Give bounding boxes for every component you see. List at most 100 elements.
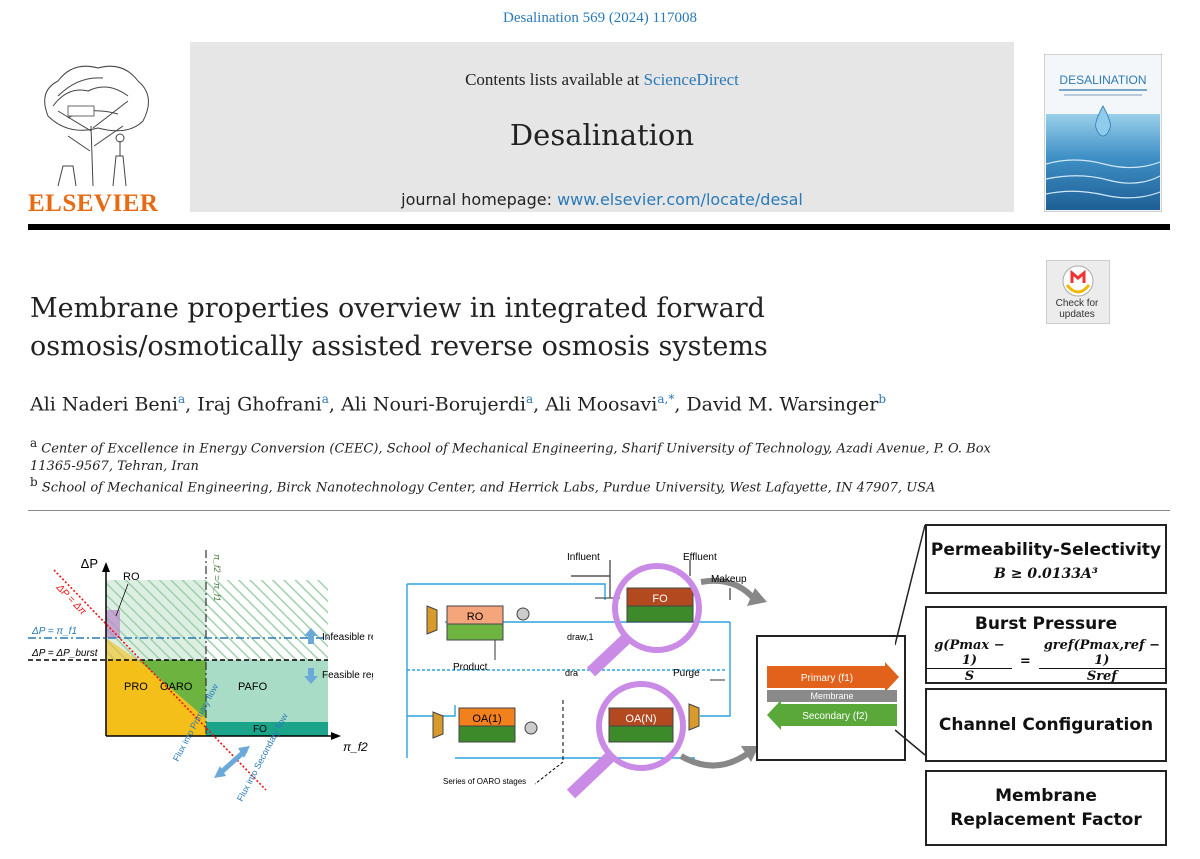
- journal-cover-image[interactable]: DESALINATION: [1044, 54, 1162, 212]
- fo-region-fill: [206, 722, 328, 736]
- region-oaro-label: OARO: [160, 681, 193, 693]
- affiliation-mark: b: [30, 475, 38, 489]
- flux-secondary-arrow-icon: [238, 746, 250, 758]
- region-ro-label: RO: [123, 571, 140, 583]
- pafo-region-fill: [206, 660, 328, 722]
- author-affiliation-mark[interactable]: a: [525, 392, 534, 406]
- check-for-updates-button[interactable]: [1046, 260, 1110, 324]
- author-affiliation-mark[interactable]: a,*: [657, 392, 675, 406]
- author-list: Ali Naderi Benia, Iraj Ghofrania, Ali No…: [30, 392, 887, 416]
- series-label: Series of OARO stages: [443, 777, 526, 786]
- infeasible-region-fill: [106, 580, 328, 660]
- journal-title: Desalination: [509, 118, 695, 152]
- secondary-channel: [779, 704, 897, 726]
- operating-regime-diagram: ΔP π_f2 ΔP = π_f1 ΔP = ΔP_burst ΔP = Δπ …: [28, 550, 373, 803]
- pump-icon: [426, 605, 438, 635]
- fo-unit-label: FO: [652, 593, 668, 605]
- channel-configuration-box: Channel Configuration: [925, 688, 1167, 762]
- homepage-link[interactable]: www.elsevier.com/locate/desal: [557, 190, 803, 209]
- section-divider: [28, 510, 1170, 511]
- primary-label: Primary (f1): [801, 673, 853, 684]
- feasible-arrow-icon: [304, 668, 318, 684]
- turbine-icon: [516, 607, 530, 621]
- zoom-arrow-bottom: [679, 751, 749, 769]
- burst-equation: g(Pmax − 1) S = gref(Pmax,ref − 1) Sref: [927, 638, 1165, 684]
- product-label: Product: [453, 662, 488, 673]
- author-name[interactable]: Ali Naderi Beni: [30, 393, 178, 416]
- membrane-label: Membrane: [810, 691, 853, 701]
- rhs-denominator: Sref: [1086, 669, 1117, 684]
- box-heading: Membrane Replacement Factor: [950, 786, 1142, 830]
- ro-unit-label: RO: [467, 611, 484, 623]
- lhs-numerator: g(Pmax − 1): [927, 638, 1012, 669]
- check-updates-icon: [1062, 265, 1094, 297]
- affiliation-mark: a: [30, 436, 38, 450]
- region-pro-label: PRO: [124, 681, 148, 693]
- affiliation-text: Center of Excellence in Energy Conversio…: [30, 441, 991, 475]
- membrane-replacement-box: Membrane Replacement Factor: [925, 770, 1167, 846]
- box-heading: Permeability-Selectivity: [930, 540, 1162, 560]
- makeup-label: Makeup: [711, 574, 747, 585]
- infeasible-arrow-icon: [304, 628, 318, 644]
- author-name[interactable]: Ali Nouri-Borujerdi: [340, 393, 526, 416]
- osmotic-equal-line: [53, 569, 267, 791]
- sciencedirect-link[interactable]: ScienceDirect: [643, 70, 739, 89]
- outer-loop-line: [407, 583, 606, 600]
- author-affiliation-mark[interactable]: b: [878, 392, 887, 406]
- process-flow-diagram: RO FO OA(1) OA(N) Influent Effluent Make…: [406, 552, 906, 799]
- oa1-pump-icon: [432, 711, 444, 739]
- author-name[interactable]: Iraj Ghofrani: [197, 393, 322, 416]
- oa1-turbine-icon: [524, 721, 538, 735]
- author-name[interactable]: David M. Warsinger: [686, 393, 879, 416]
- membrane-layer: [767, 690, 897, 702]
- secondary-label: Secondary (f2): [802, 711, 868, 722]
- ro-highlight: [106, 610, 120, 638]
- affiliation-a: a Center of Excellence in Energy Convers…: [30, 434, 1030, 476]
- x-axis-label: π_f2: [343, 740, 368, 754]
- journal-banner: [190, 42, 1014, 212]
- oa1-unit-label: OA(1): [472, 713, 501, 725]
- infeasible-text: Infeasible region: [322, 632, 373, 643]
- callout-lines: [895, 524, 926, 756]
- region-pafo-label: PAFO: [238, 681, 268, 693]
- lhs-denominator: S: [964, 669, 975, 684]
- permeability-selectivity-box: Permeability-Selectivity B ≥ 0.0133A³: [925, 524, 1167, 594]
- magnifier-oa-icon: [566, 681, 686, 799]
- burst-line-label: ΔP = ΔP_burst: [31, 648, 99, 659]
- article-title: Membrane properties overview in integrat…: [30, 293, 768, 362]
- region-fo-label: FO: [253, 724, 267, 735]
- oan-pump-icon: [688, 703, 700, 731]
- oan-unit-label: OA(N): [625, 713, 656, 725]
- header-divider: [28, 224, 1170, 230]
- journal-homepage: journal homepage: www.elsevier.com/locat…: [190, 190, 1014, 209]
- journal-citation[interactable]: Desalination 569 (2024) 117008: [503, 10, 697, 26]
- flux-primary-arrow-icon: [214, 766, 226, 778]
- permeability-equation: B ≥ 0.0133A³: [994, 566, 1098, 582]
- feasible-text: Feasible region: [322, 670, 373, 681]
- primary-channel: [767, 666, 887, 688]
- ro-region-fill: [106, 580, 206, 660]
- pif1-line-label: ΔP = π_f1: [31, 626, 77, 637]
- author-affiliation-mark[interactable]: a: [321, 392, 329, 406]
- draw1-label: draw,1: [567, 632, 594, 642]
- box-heading: Channel Configuration: [938, 715, 1154, 735]
- box-heading: Burst Pressure: [974, 614, 1118, 634]
- influent-label: Influent: [567, 552, 600, 563]
- infeasible-label: Infeasible region: [322, 632, 373, 643]
- rhs-numerator: gref(Pmax,ref − 1): [1038, 638, 1165, 669]
- affiliation-b: b School of Mechanical Engineering, Birc…: [30, 475, 1030, 495]
- vertical-line-label: π_f2 = π_f1: [212, 554, 222, 601]
- contents-prefix: Contents lists available at: [465, 70, 640, 89]
- elsevier-tree-logo: [44, 65, 149, 187]
- y-axis-label: ΔP: [81, 556, 98, 571]
- purge-label: Purge: [673, 668, 700, 679]
- affiliation-text: School of Mechanical Engineering, Birck …: [41, 480, 936, 496]
- elsevier-wordmark: ELSEVIER: [28, 190, 159, 217]
- effluent-label: Effluent: [683, 552, 717, 563]
- check-updates-label: Check for updates: [1055, 298, 1099, 320]
- author-name[interactable]: Ali Moosavi: [545, 393, 658, 416]
- dra-label: dra: [565, 668, 578, 678]
- author-affiliation-mark[interactable]: a: [178, 392, 186, 406]
- cover-title: DESALINATION: [1059, 73, 1146, 87]
- contents-line: Contents lists available at ScienceDirec…: [190, 70, 1014, 90]
